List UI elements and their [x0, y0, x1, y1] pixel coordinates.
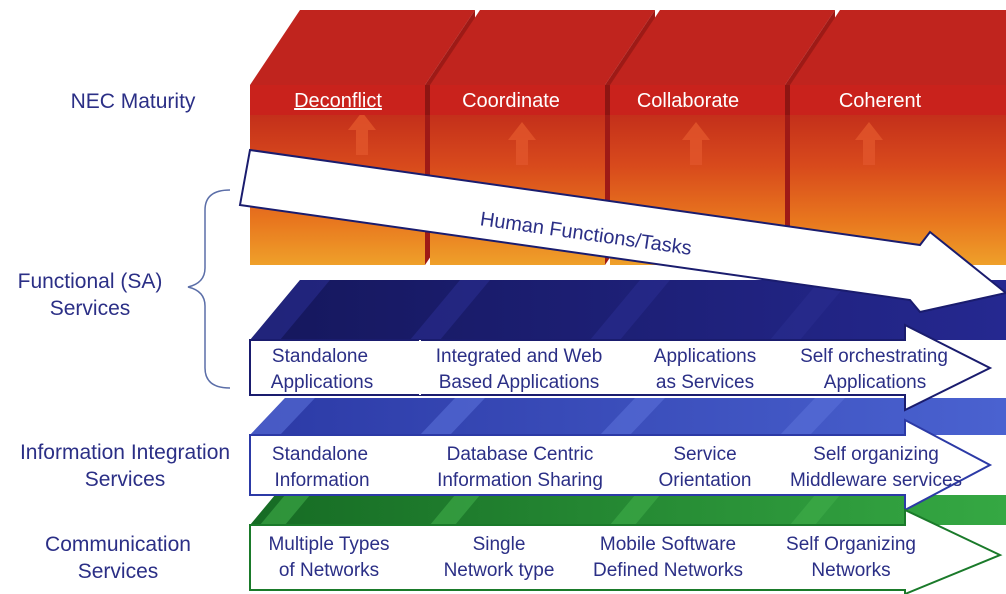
information-band — [250, 398, 1006, 435]
communication-cell-1-line-2: of Networks — [279, 560, 379, 581]
maturity-block-4 — [790, 10, 1006, 265]
functional-cells: Standalone Applications Integrated and W… — [271, 346, 948, 393]
maturity-label-1: Deconflict — [294, 90, 382, 112]
human-functions-arrow — [238, 148, 1006, 314]
maturity-label-4: Coherent — [839, 90, 922, 112]
functional-cell-2-line-1: Integrated and Web — [436, 346, 603, 367]
information-cells: Standalone Information Database Centric … — [272, 444, 962, 491]
functional-cell-2-line-2: Based Applications — [439, 372, 600, 393]
functional-arrow — [249, 323, 993, 412]
information-cell-2-line-1: Database Centric — [447, 444, 594, 465]
functional-cell-3-line-1: Applications — [654, 346, 756, 367]
information-arrow — [249, 418, 993, 512]
communication-band — [250, 495, 1006, 525]
communication-cell-4-line-1: Self Organizing — [786, 534, 916, 555]
communication-services-label: Communication Services — [45, 533, 191, 583]
communication-arrow — [249, 508, 1003, 594]
functional-band — [250, 280, 1006, 340]
functional-cell-4-line-2: Applications — [824, 372, 926, 393]
functional-cell-3-line-2: as Services — [656, 372, 754, 393]
functional-cell-1-line-2: Applications — [271, 372, 373, 393]
maturity-bar — [250, 85, 1006, 115]
functional-brace — [187, 189, 231, 389]
functional-services-label: Functional (SA) Services — [17, 270, 163, 320]
maturity-label-3: Collaborate — [637, 90, 739, 112]
information-cell-1-line-1: Standalone — [272, 444, 368, 465]
communication-cell-2-line-1: Single — [473, 534, 526, 555]
information-cell-3-line-1: Service — [673, 444, 736, 465]
functional-cell-4-line-1: Self orchestrating — [800, 346, 948, 367]
communication-cell-3-line-2: Defined Networks — [593, 560, 743, 581]
communication-cell-1-line-1: Multiple Types — [268, 534, 389, 555]
communication-cell-2-line-2: Network type — [444, 560, 555, 581]
functional-cell-1-line-1: Standalone — [272, 346, 368, 367]
communication-cells: Multiple Types of Networks Single Networ… — [268, 534, 916, 581]
information-cell-2-line-2: Information Sharing — [437, 470, 603, 491]
information-cell-4-line-1: Self organizing — [813, 444, 939, 465]
information-integration-label: Information Integration Services — [19, 441, 231, 491]
maturity-label-2: Coordinate — [462, 90, 560, 112]
communication-cell-4-line-2: Networks — [811, 560, 890, 581]
information-cell-1-line-2: Information — [274, 470, 369, 491]
information-cell-3-line-2: Orientation — [659, 470, 752, 491]
communication-cell-3-line-1: Mobile Software — [600, 534, 736, 555]
information-cell-4-line-2: Middleware services — [790, 470, 962, 491]
maturity-blocks — [250, 10, 1006, 265]
nec-maturity-label: NEC Maturity — [70, 90, 196, 113]
